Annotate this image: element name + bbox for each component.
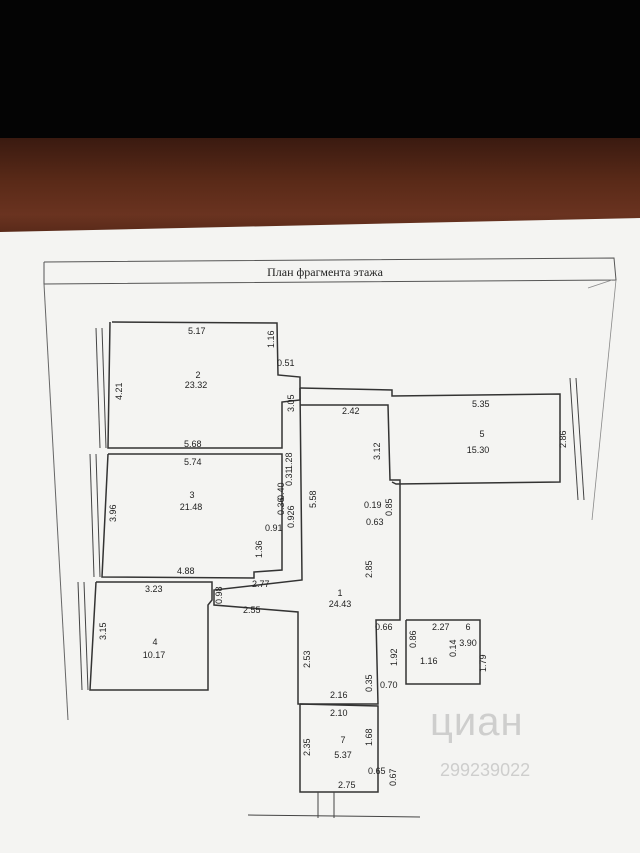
dimension-label: 0.65 [368, 766, 386, 776]
dimension-label: 2.35 [302, 738, 312, 756]
dimension-label: 0.66 [375, 622, 393, 632]
dimension-label: 2.10 [330, 708, 348, 718]
dimension-label: 0.35 [364, 674, 374, 692]
dimension-label: 4.21 [114, 382, 124, 400]
room-area: 15.30 [467, 445, 490, 455]
dimension-label: 1.36 [254, 540, 264, 558]
dimension-label: 2.16 [330, 690, 348, 700]
dimension-label: 1.16 [420, 656, 438, 666]
dimension-label: 3.15 [98, 622, 108, 640]
dimension-label: 0.19 [364, 500, 382, 510]
room-number: 7 [340, 735, 345, 745]
dimension-label: 2.77 [252, 579, 270, 589]
dimension-label: 0.51 [277, 358, 295, 368]
dimension-label: 0.40 [276, 482, 286, 500]
walls [89, 321, 561, 793]
dimension-label: 5.68 [184, 439, 202, 449]
dimension-label: 2.85 [364, 560, 374, 578]
dimension-label: 0.31 [284, 468, 294, 486]
watermark-id: 299239022 [440, 760, 531, 780]
room-labels: 2 23.32 3 21.48 4 10.17 5 15.30 1 24.43 … [143, 370, 490, 760]
dimension-label: 1.28 [284, 452, 294, 470]
paper-sheet [0, 218, 640, 853]
room-area: 23.32 [185, 380, 208, 390]
room-area: 24.43 [329, 599, 352, 609]
dimension-label: 0.86 [408, 630, 418, 648]
dimension-label: 1.79 [478, 654, 488, 672]
frame-right-edge [591, 279, 617, 521]
room-number: 6 [465, 622, 470, 632]
dimension-label: 1.68 [364, 728, 374, 746]
dimension-label: 0.67 [388, 768, 398, 786]
room-number: 3 [189, 490, 194, 500]
room-area: 10.17 [143, 650, 166, 660]
room-number: 5 [479, 429, 484, 439]
dimension-label: 4.88 [177, 566, 195, 576]
dimension-label: 2.86 [558, 430, 568, 448]
dimension-label: 3.12 [372, 442, 382, 460]
windows [77, 327, 585, 818]
dimension-label: 5.74 [184, 457, 202, 467]
watermark-logo: циан [430, 700, 524, 744]
room-number: 4 [152, 637, 157, 647]
dimension-label: 5.35 [472, 399, 490, 409]
dimension-label: 2.75 [338, 780, 356, 790]
dimension-label: 5.17 [188, 326, 206, 336]
room-area: 5.37 [334, 750, 352, 760]
dimension-label: 2.27 [432, 622, 450, 632]
dimension-label: 0.926 [286, 505, 296, 528]
plan-title: План фрагмента этажа [267, 265, 383, 279]
dimension-label: 1.92 [389, 648, 399, 666]
dimension-label: 0.85 [384, 498, 394, 516]
dimension-label: 1.16 [266, 330, 276, 348]
dimension-label: 0.91 [265, 523, 283, 533]
dimension-label: 3.96 [108, 504, 118, 522]
dark-background [0, 0, 640, 140]
dimension-label: 0.98 [214, 586, 224, 604]
frame-left-edge [43, 283, 69, 721]
room-number: 1 [337, 588, 342, 598]
room-area: 3.90 [459, 638, 477, 648]
dimension-label: 0.70 [380, 680, 398, 690]
dimension-labels: 5.17 1.16 4.21 0.51 3.05 5.68 5.74 1.28 … [98, 326, 568, 790]
dimension-label: 2.53 [302, 650, 312, 668]
dimension-label: 2.42 [342, 406, 360, 416]
dimension-label: 0.36 [276, 497, 286, 515]
dimension-label: 0.63 [366, 517, 384, 527]
dimension-label: 3.23 [145, 584, 163, 594]
dimension-label: 2.55 [243, 605, 261, 615]
room-number: 2 [195, 370, 200, 380]
room-area: 21.48 [180, 502, 203, 512]
dimension-label: 3.05 [286, 394, 296, 412]
dimension-label: 0.14 [448, 639, 458, 657]
dimension-label: 5.58 [308, 490, 318, 508]
